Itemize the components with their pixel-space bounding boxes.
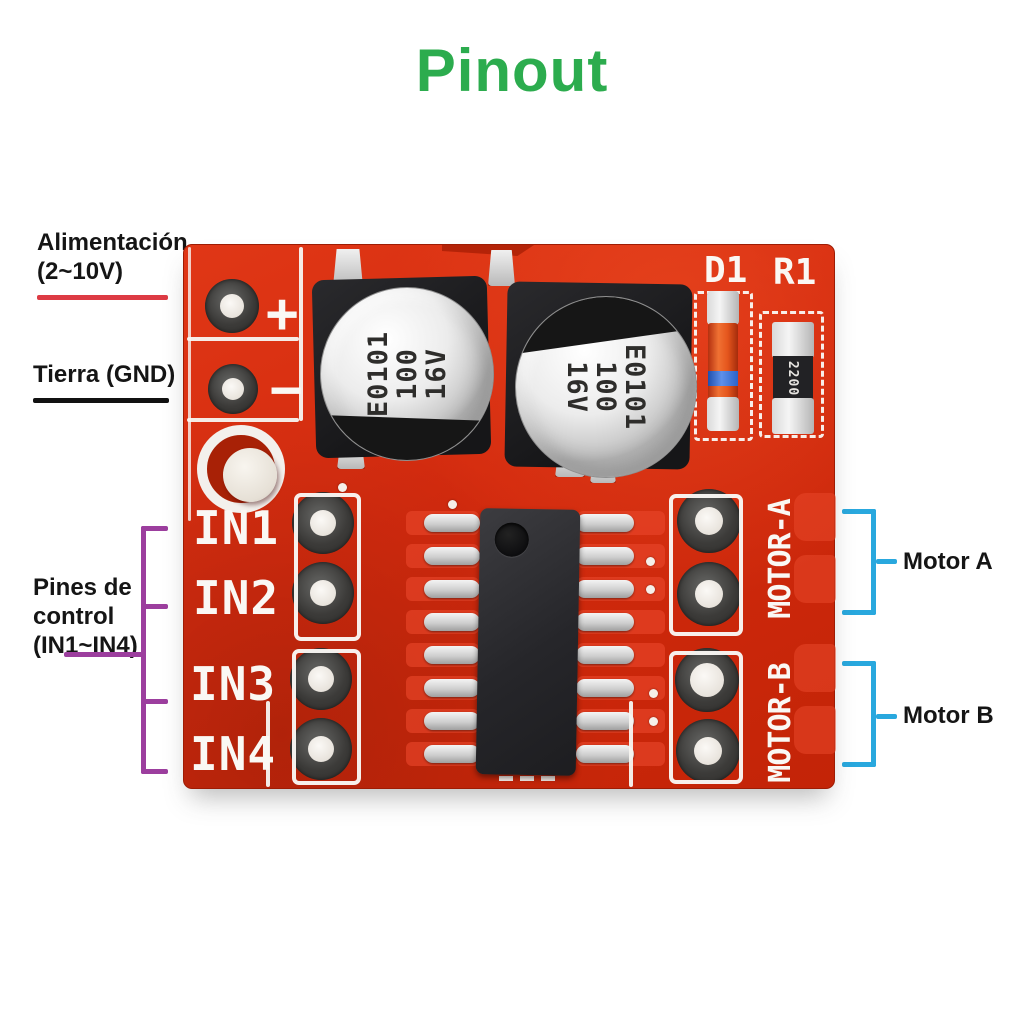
diode-d1 bbox=[707, 291, 739, 431]
ic-pin bbox=[576, 547, 634, 565]
cap2-marking: E0101 100 16V bbox=[561, 343, 651, 431]
ic-pin1-dimple bbox=[494, 522, 530, 557]
r1-body: 2200 bbox=[773, 356, 813, 400]
cap2-body: E0101 100 16V bbox=[515, 296, 697, 478]
copper-trace-tab bbox=[794, 644, 836, 692]
cap1-body: E0101 100 16V bbox=[320, 287, 494, 461]
silkscreen-dashes bbox=[499, 776, 561, 781]
copper-trace-tab bbox=[794, 706, 836, 754]
silkscreen-in3: IN3 bbox=[190, 657, 277, 711]
r1-terminal bbox=[772, 322, 814, 358]
silkscreen-box-motor-b bbox=[669, 651, 743, 784]
power-label: Alimentación (2~10V) bbox=[37, 228, 188, 286]
r1-value: 2200 bbox=[785, 360, 801, 396]
pad-hole bbox=[694, 737, 722, 765]
ic-pin bbox=[424, 679, 480, 697]
silkscreen-in4: IN4 bbox=[190, 727, 277, 781]
ic-pin bbox=[576, 712, 634, 730]
d1-body bbox=[708, 323, 738, 401]
ic-pin bbox=[424, 745, 480, 763]
pad-hole bbox=[695, 580, 723, 608]
page-title: Pinout bbox=[415, 37, 609, 104]
board-edge-notch bbox=[442, 245, 534, 256]
mounting-hole-center bbox=[223, 448, 277, 502]
via-dot bbox=[649, 689, 658, 698]
control-label-line1: Pines de bbox=[33, 574, 132, 601]
control-pins-label: Pines de control (IN1~IN4) bbox=[33, 573, 138, 660]
pad-hole bbox=[308, 736, 334, 762]
ic-chip bbox=[475, 508, 581, 776]
ic-pin bbox=[424, 580, 480, 598]
via-dot bbox=[448, 500, 457, 509]
copper-trace-tab bbox=[794, 493, 836, 541]
ic-pin bbox=[424, 547, 480, 565]
silkscreen-in1: IN1 bbox=[193, 501, 280, 555]
silkscreen-box-r1 bbox=[759, 311, 824, 438]
via-dot bbox=[646, 585, 655, 594]
ic-pin bbox=[424, 514, 480, 532]
plus-symbol: + bbox=[265, 282, 299, 347]
silkscreen-line bbox=[629, 701, 633, 787]
power-label-line2: (2~10V) bbox=[37, 258, 124, 285]
pad-hole bbox=[690, 663, 724, 697]
cap2-solder-tab bbox=[488, 250, 515, 286]
power-pointer-line bbox=[37, 295, 168, 300]
silkscreen-line bbox=[187, 337, 299, 341]
ic-pin bbox=[424, 646, 480, 664]
r1-terminal bbox=[772, 398, 814, 434]
pad-hole bbox=[310, 580, 336, 606]
silkscreen-left-border bbox=[188, 247, 191, 521]
ic-pin bbox=[576, 514, 634, 532]
silkscreen-box-in34 bbox=[292, 649, 361, 785]
pad-hole bbox=[695, 507, 723, 535]
copper-trace-tab bbox=[794, 555, 836, 603]
silkscreen-motor-a: MOTOR-A bbox=[763, 499, 798, 619]
ic-pin bbox=[576, 613, 634, 631]
minus-symbol: − bbox=[269, 358, 303, 423]
ic-pin bbox=[424, 712, 480, 730]
silkscreen-line bbox=[299, 247, 303, 421]
via-dot bbox=[649, 717, 658, 726]
ground-pointer-line bbox=[33, 398, 169, 403]
resistor-r1: 2200 bbox=[772, 322, 814, 434]
silkscreen-r1: R1 bbox=[773, 252, 817, 293]
ground-label: Tierra (GND) bbox=[33, 361, 176, 388]
pad-hole bbox=[222, 378, 244, 400]
pcb-board: + − IN1 IN2 IN3 IN4 MOTOR-A MOTOR-B D1 R… bbox=[183, 244, 836, 789]
pad-hole bbox=[308, 666, 334, 692]
power-label-line1: Alimentación bbox=[37, 229, 188, 256]
silkscreen-line bbox=[187, 418, 299, 422]
ic-pin bbox=[424, 613, 480, 631]
pad-hole bbox=[220, 294, 244, 318]
ic-pin bbox=[576, 745, 634, 763]
ic-pin bbox=[576, 646, 634, 664]
d1-terminal bbox=[707, 291, 739, 325]
via-dot bbox=[338, 483, 347, 492]
ic-pin bbox=[576, 679, 634, 697]
via-dot bbox=[646, 557, 655, 566]
silkscreen-motor-b: MOTOR-B bbox=[763, 663, 798, 783]
silkscreen-line bbox=[266, 701, 270, 787]
control-label-line2: control bbox=[33, 603, 115, 630]
cap1-marking: E0101 100 16V bbox=[362, 330, 452, 418]
silkscreen-box-motor-a bbox=[669, 494, 743, 636]
silkscreen-in2: IN2 bbox=[193, 571, 280, 625]
d1-cathode-band bbox=[708, 371, 738, 386]
ic-pin bbox=[576, 580, 634, 598]
motor-a-label: Motor A bbox=[903, 548, 993, 575]
silkscreen-d1: D1 bbox=[704, 250, 748, 291]
silkscreen-box-in12 bbox=[294, 493, 361, 641]
motor-b-label: Motor B bbox=[903, 702, 994, 729]
d1-terminal bbox=[707, 397, 739, 431]
mounting-hole bbox=[197, 425, 285, 513]
pad-hole bbox=[310, 510, 336, 536]
